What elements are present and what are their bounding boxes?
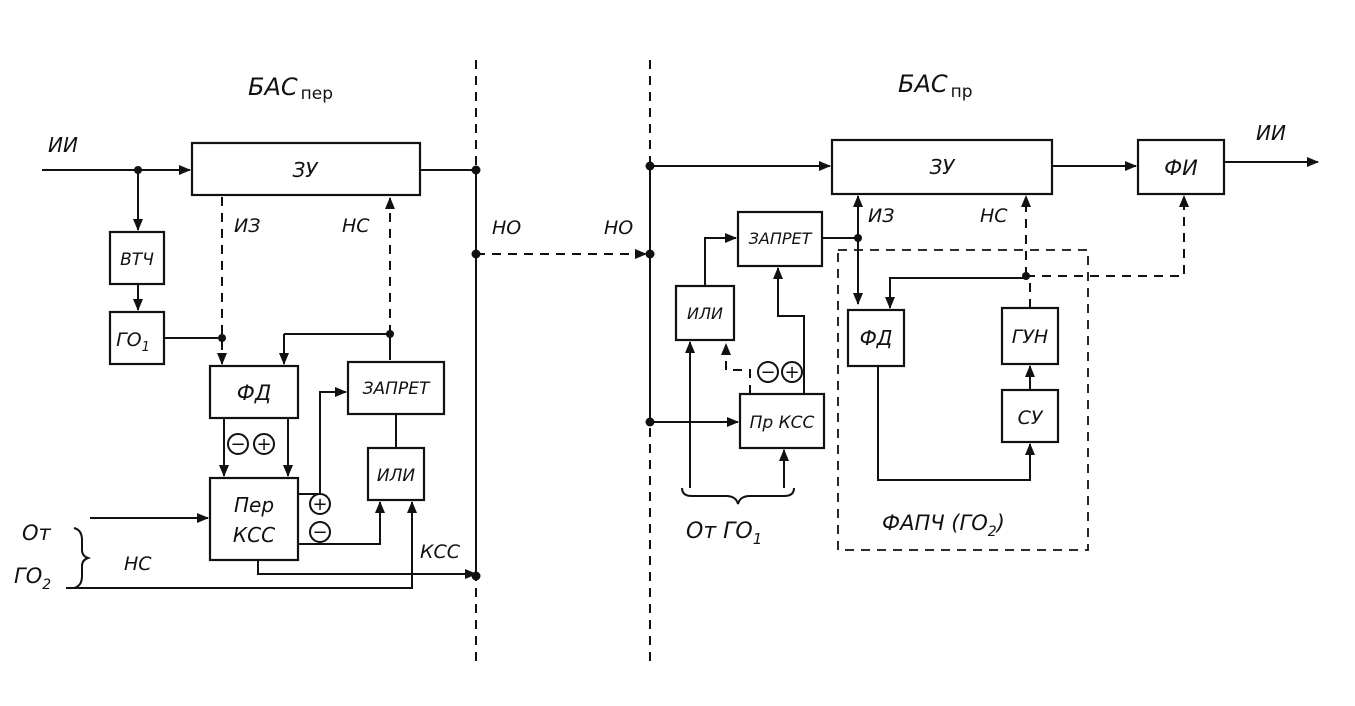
tx-ns-input-label: НС (124, 553, 152, 575)
rx-fd-box (846, 308, 906, 368)
rx-ns-label: НС (980, 205, 1008, 227)
rx-pr-kss-box (738, 392, 826, 450)
tx-kss-minus-sign: − (309, 521, 331, 543)
tx-kss-label: КСС (420, 541, 461, 563)
svg-text:+: + (784, 362, 799, 383)
tx-zapret-label: ЗАПРЕТ (363, 379, 431, 399)
rx-fi-box (1136, 138, 1226, 196)
rx-gun-box (1000, 306, 1060, 366)
tx-fd-plus-sign: + (253, 433, 275, 455)
rx-kss-plus-sign: + (781, 361, 803, 383)
tx-zu-box (190, 141, 422, 197)
tx-no-label: НО (492, 217, 521, 239)
rx-iz-label: ИЗ (868, 205, 894, 227)
tx-iz-label: ИЗ (234, 215, 260, 237)
tx-ili-box (366, 446, 426, 502)
tx-ns-label: НС (342, 215, 370, 237)
svg-text:−: − (230, 434, 245, 455)
rx-fapch-label: ФАПЧ (ГО2) (882, 511, 1005, 540)
tx-vtch-label: ВТЧ (120, 250, 154, 270)
rx-fi-label: ФИ (1164, 156, 1198, 180)
svg-text:−: − (760, 362, 775, 383)
rx-output-ii-label: ИИ (1256, 121, 1286, 145)
tx-zu-label: ЗУ (292, 158, 319, 182)
tx-ot-label: От (22, 521, 52, 545)
rx-fd-label: ФД (860, 326, 893, 350)
rx-pr-kss-label: Пр КСС (750, 413, 815, 433)
svg-text:+: + (256, 434, 271, 455)
rx-ot-go1-label: От ГО1 (686, 519, 762, 548)
tx-kss-plus-sign: + (309, 493, 331, 515)
rx-su-label: СУ (1018, 407, 1044, 429)
rx-ili-box (674, 284, 736, 342)
tx-input-ii-label: ИИ (48, 133, 78, 157)
rx-zapret-box (736, 210, 824, 268)
tx-fd-minus-sign: − (227, 433, 249, 455)
rx-zapret-label: ЗАПРЕТ (749, 229, 813, 248)
rx-ili-label: ИЛИ (687, 304, 723, 323)
tx-zapret-box (346, 360, 446, 416)
tx-per-kss-box (208, 476, 300, 562)
tx-per-kss-label-1: Пер (234, 493, 274, 517)
tx-go2-label: ГО2 (14, 564, 51, 593)
tx-go1-box (108, 310, 166, 366)
tx-go1-label: ГО1 (116, 329, 150, 355)
rx-gun-label: ГУН (1012, 326, 1048, 348)
tx-fd-label: ФД (237, 381, 271, 405)
rx-zu-label: ЗУ (929, 155, 956, 179)
rx-kss-minus-sign: − (757, 361, 779, 383)
tx-ili-label: ИЛИ (377, 466, 416, 486)
tx-per-kss-label-2: КСС (233, 523, 275, 547)
tx-fd-box (208, 364, 300, 420)
svg-text:−: − (312, 522, 327, 543)
svg-text:+: + (312, 494, 327, 515)
rx-no-label: НО (604, 217, 633, 239)
rx-fapch-frame (837, 249, 1089, 551)
